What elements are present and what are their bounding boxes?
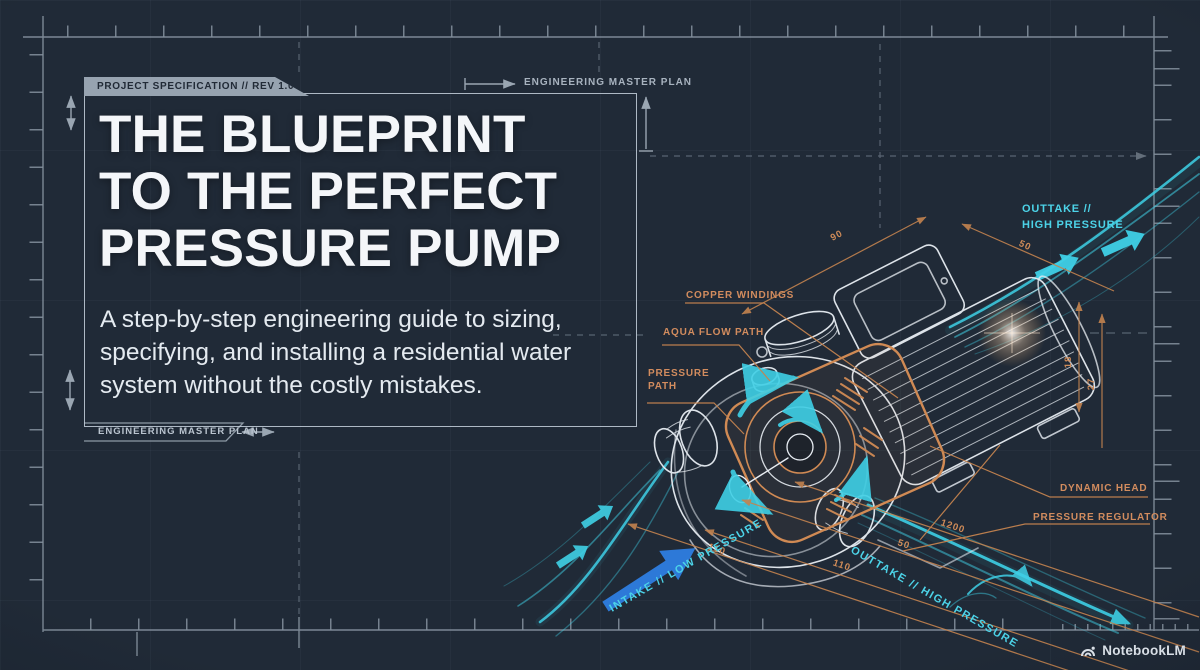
notebooklm-logo-icon xyxy=(1081,646,1096,656)
dim-total-rise: 27 xyxy=(1086,378,1097,391)
dim-outlet-run: 50 xyxy=(1017,238,1033,253)
intake-arrow-2 xyxy=(555,545,589,569)
tab-bottom-outline xyxy=(84,422,245,442)
pump-cutaway xyxy=(714,342,946,544)
dim-motor-width: 90 xyxy=(829,228,845,244)
intake-flow-label: INTAKE // LOW PRESSURE xyxy=(608,517,765,615)
intake-arrow-1 xyxy=(580,505,614,529)
dim-head-rise: 18 xyxy=(1063,356,1074,369)
dim-discharge-b: 1200 xyxy=(939,517,966,535)
outtake-flow-streams-bottom xyxy=(857,497,1146,641)
notebooklm-brand: NotebookLM xyxy=(1080,643,1186,658)
brand-text: NotebookLM xyxy=(1102,643,1186,658)
lens-flare xyxy=(978,299,1046,367)
intake-flow-streams xyxy=(503,457,679,637)
dim-discharge-c: 110 xyxy=(831,558,852,574)
annotation-arrows-gray xyxy=(65,78,653,437)
